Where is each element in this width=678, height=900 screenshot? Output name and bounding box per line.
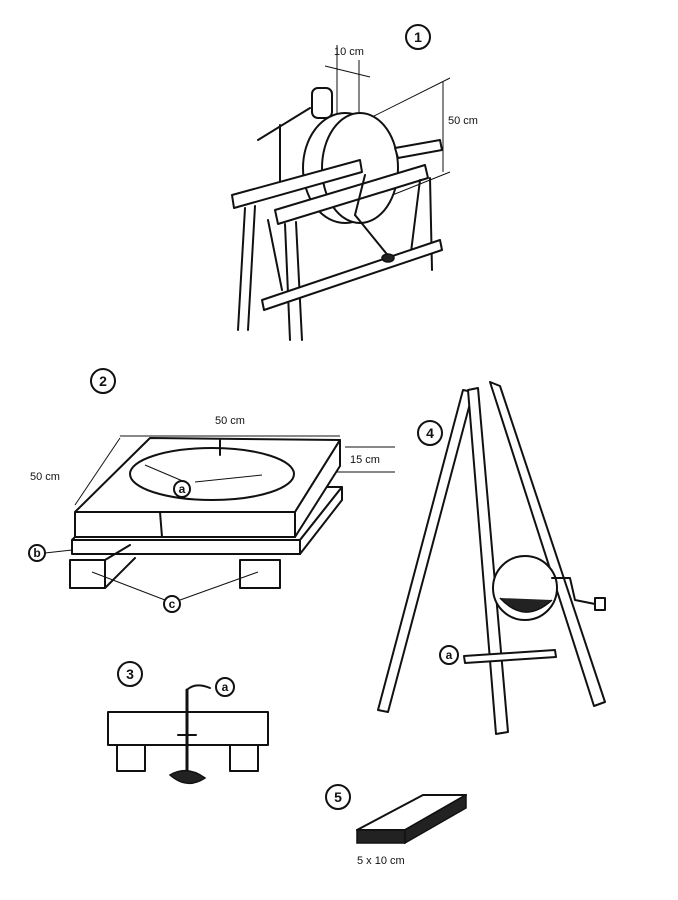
figure-2-label-a: a bbox=[179, 482, 186, 496]
base-board bbox=[71, 539, 301, 555]
figure-4-number: 4 bbox=[426, 425, 434, 441]
figure-5-number: 5 bbox=[334, 789, 342, 805]
figure-3-label-a: a bbox=[222, 680, 229, 694]
figure-2-label-b: b bbox=[33, 546, 40, 560]
figure-5-sharpening-block: 5 5 x 10 cm bbox=[325, 784, 467, 867]
mould-hole bbox=[129, 447, 295, 501]
figure-3-axle-section: 3 a bbox=[107, 661, 269, 784]
support-block-left bbox=[69, 559, 106, 589]
figure-2-width-label: 50 cm bbox=[215, 415, 245, 427]
tripod-crank bbox=[551, 577, 601, 606]
figure-5-size-label: 5 x 10 cm bbox=[357, 855, 405, 867]
figure-1-number: 1 bbox=[414, 29, 422, 45]
figure-1-pedal-grindstone: 1 10 cm 50 cm bbox=[231, 24, 478, 341]
tripod-leg-middle bbox=[467, 387, 509, 735]
figure-2-label-c: c bbox=[169, 597, 176, 611]
crank-rod bbox=[354, 214, 391, 259]
figure-1-number-circle bbox=[405, 24, 431, 50]
support-block-right bbox=[239, 559, 281, 589]
figure-4-label-a: a bbox=[446, 648, 453, 662]
figure-1-width-label: 10 cm bbox=[334, 46, 364, 58]
figure-3-number: 3 bbox=[126, 666, 134, 682]
water-can bbox=[311, 87, 333, 119]
figure-4-tripod-grindstone: 4 a bbox=[377, 381, 606, 735]
figure-2-number: 2 bbox=[99, 373, 107, 389]
tripod-crossbar bbox=[463, 649, 557, 664]
figure-2-stone-mould: 2 50 cm 15 cm 50 cm a b c bbox=[28, 368, 395, 613]
frame-beam-front bbox=[274, 164, 429, 225]
figure-1-height-label: 50 cm bbox=[448, 115, 478, 127]
figure-2-depth-label: 50 cm bbox=[30, 471, 60, 483]
frame-beam-back bbox=[231, 159, 363, 209]
tripod-leg-right bbox=[489, 381, 606, 707]
foot-pedal-board bbox=[261, 239, 443, 311]
figure-2-thickness-label: 15 cm bbox=[350, 454, 380, 466]
